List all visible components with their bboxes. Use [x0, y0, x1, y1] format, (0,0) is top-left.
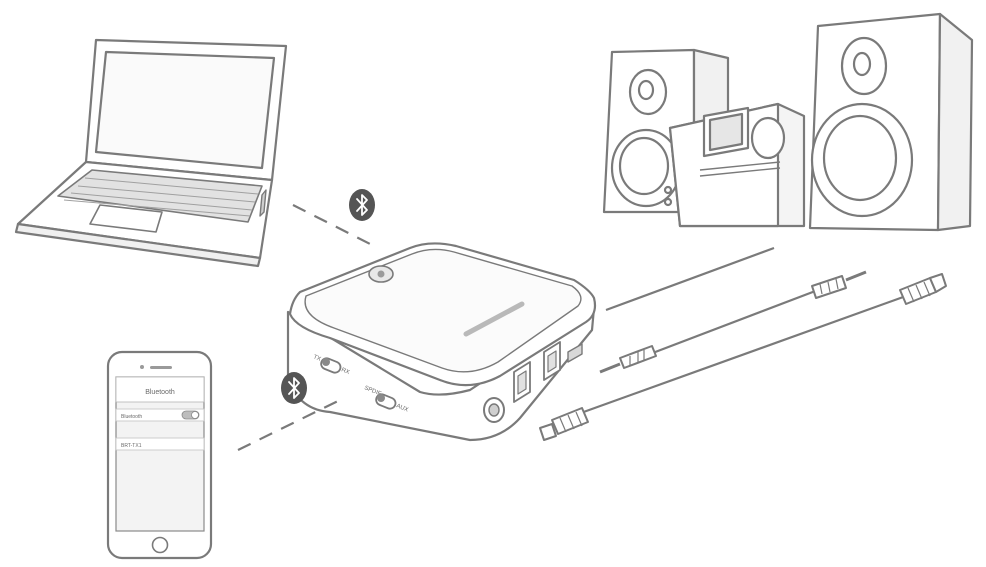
bluetooth-toggle-label: Bluetooth [121, 414, 142, 420]
stereo-shelf-line [605, 246, 775, 312]
bluetooth-toggle[interactable] [181, 410, 200, 420]
optical-cable [539, 273, 947, 441]
phone-screen [115, 376, 205, 532]
bluetooth-icon [349, 189, 375, 221]
phone-link-line [237, 399, 341, 451]
paired-device-name: BRT-TX1 [121, 443, 142, 449]
laptop-link-line [292, 204, 379, 249]
paired-device-row[interactable] [115, 437, 205, 451]
smartphone: Bluetooth Bluetooth BRT-TX1 [106, 350, 213, 560]
phone-screen-title: Bluetooth [145, 389, 175, 396]
laptop [14, 38, 288, 268]
switch-tx-label: TX [312, 354, 321, 362]
phone-home-button[interactable] [151, 536, 169, 554]
bluetooth-transmitter [286, 242, 597, 442]
stereo-system [602, 12, 974, 232]
bluetooth-icon [281, 372, 307, 404]
switch-aux-label: AUX [395, 403, 409, 413]
aux-cable [599, 270, 867, 374]
switch-rx-label: RX [340, 367, 350, 376]
